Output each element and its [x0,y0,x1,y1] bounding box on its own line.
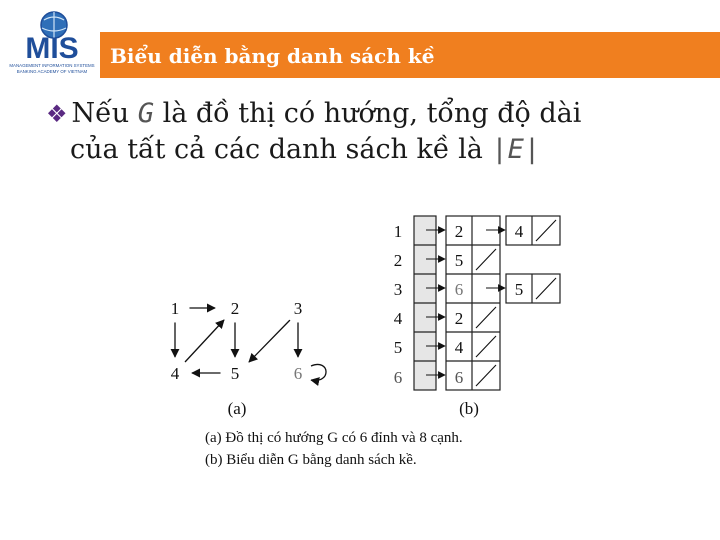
list-label: (b) [459,399,479,418]
edge-6-6 [310,363,327,386]
diamond-bullet-icon: ❖ [46,100,68,128]
graph-node: 4 [160,358,190,388]
caption-b: (b) Biểu diễn G bằng danh sách kề. [205,452,417,468]
bullet-rest: là đồ thị có hướng, tổng độ dài [154,98,582,129]
graph-node: 3 [283,293,313,323]
list-node-value: 6 [455,368,464,387]
list-node-value: 5 [455,251,464,270]
list-node-value: 6 [455,280,464,299]
second-nodes [505,215,561,304]
node-label: 4 [171,364,180,383]
list-node-value: 2 [455,309,464,328]
caption-a: (a) Đồ thị có hướng G có 6 đỉnh và 8 cạn… [205,430,463,446]
page-title: Biểu diễn bằng danh sách kề [110,44,435,68]
line2-text: của tất cả các danh sách kề là [70,134,492,165]
node-label: 1 [171,299,180,318]
logo-subtext-2: BANKING ACADEMY OF VIETNAM [17,69,88,74]
bullet-var: G [137,98,154,129]
header-bar [100,32,720,78]
row-label: 6 [394,368,403,387]
first-nodes [445,215,501,391]
edge-4-2 [184,319,225,363]
graph-edges [170,303,327,386]
list-node-value: 2 [455,222,464,241]
row-label: 2 [394,251,403,270]
row-label: 1 [394,222,403,241]
logo-subtext-1: MANAGEMENT INFORMATION SYSTEMS [9,63,94,68]
node-label: 6 [294,364,303,383]
node-label: 5 [231,364,240,383]
row-label: 4 [394,309,403,328]
graph-node: 2 [220,293,250,323]
edge-3-5 [248,319,291,363]
node-label: 3 [294,299,303,318]
graph-node: 1 [160,293,190,323]
node-label: 2 [231,299,240,318]
bullet-prefix: Nếu [71,98,138,129]
row-label: 5 [394,338,403,357]
mis-logo: MIS MANAGEMENT INFORMATION SYSTEMS BANKI… [9,11,95,74]
list-node-value: 4 [515,222,524,241]
bullet-line-1: ❖Nếu G là đồ thị có hướng, tổng độ dài [46,98,581,129]
line2-expr: |E| [491,134,541,165]
list-node-value: 4 [455,338,464,357]
list-node-value: 5 [515,280,524,299]
logo-text: MIS [25,32,78,65]
graph-node: 5 [220,358,250,388]
graph-label: (a) [228,399,247,418]
graph-node: 6 [283,358,313,388]
bullet-line-2: của tất cả các danh sách kề là |E| [70,134,540,165]
head-array [413,215,437,391]
row-label: 3 [394,280,403,299]
